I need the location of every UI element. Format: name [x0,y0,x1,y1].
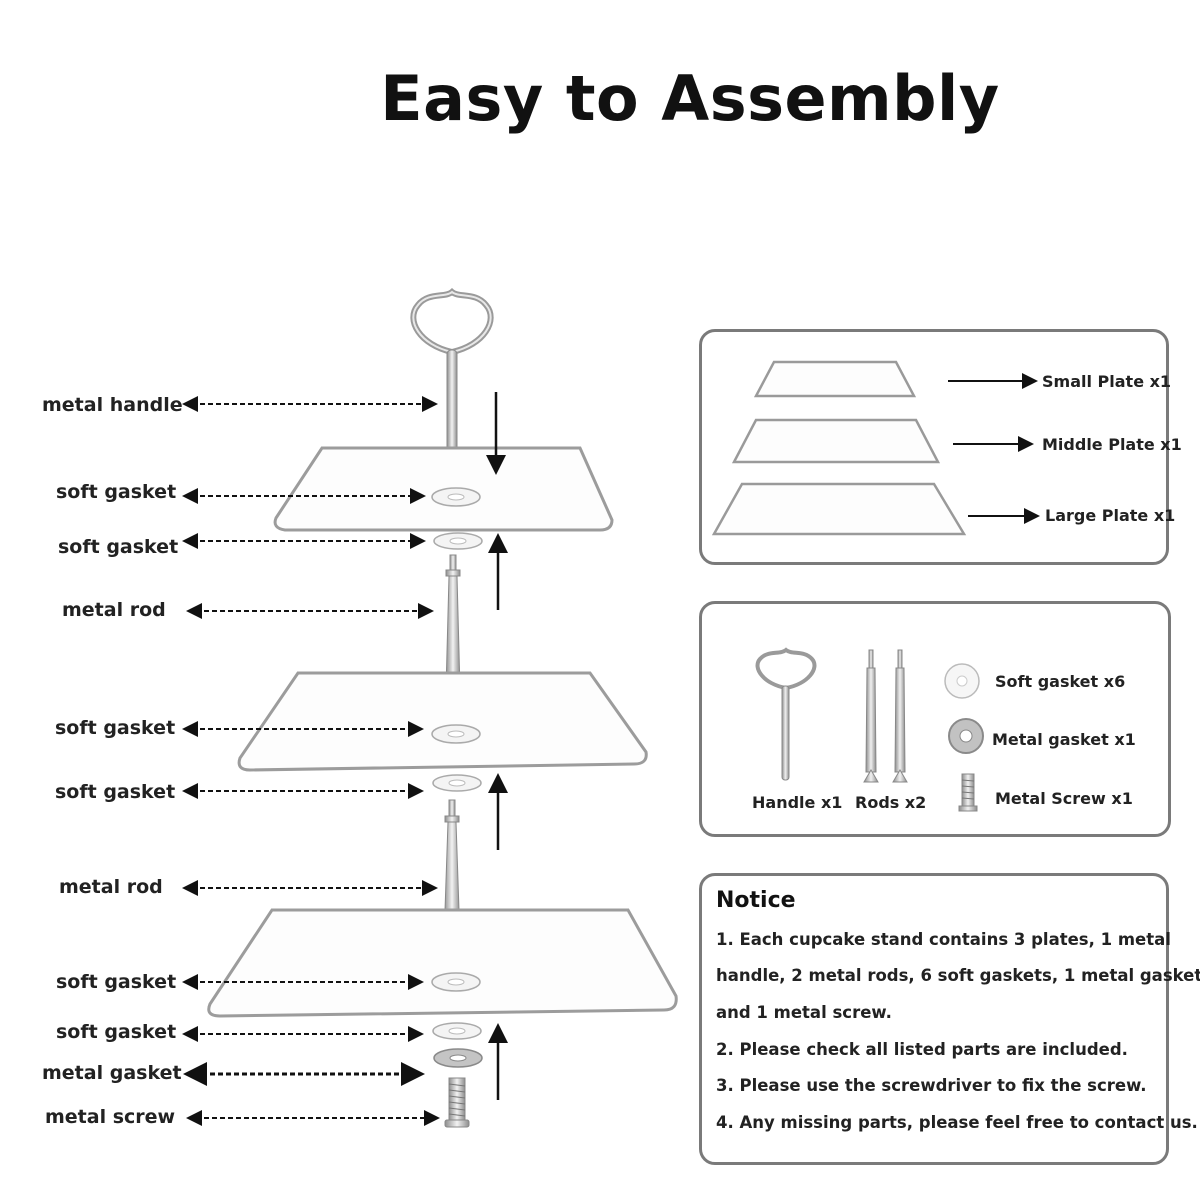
callout-soft-gasket: soft gasket [56,481,177,503]
callout-metal-screw: metal screw [45,1106,176,1128]
notice-title: Notice [716,888,796,913]
metal-gasket-count-label: Metal gasket x1 [992,730,1136,749]
metal-screw-count-label: Metal Screw x1 [995,789,1133,808]
metal-gasket-part [433,1048,483,1068]
metal-gasket-icon [948,718,984,754]
assembly-direction-arrows [486,392,508,1100]
soft-gasket-icon [944,663,980,699]
callout-metal-handle: metal handle [42,394,183,416]
callout-metal-rod: metal rod [62,599,166,621]
large-plate-label: Large Plate x1 [1045,506,1176,525]
large-plate-part [207,908,678,1018]
metal-handle-part [410,288,494,475]
small-plate-part [273,446,614,532]
small-plate-label: Small Plate x1 [1042,372,1172,391]
middle-plate-part [237,671,648,772]
page-title: Easy to Assembly [380,62,1000,135]
assembly-diagram [182,288,678,1128]
metal-screw-icon [958,773,978,812]
callout-soft-gasket: soft gasket [56,971,177,993]
callout-soft-gasket: soft gasket [55,781,176,803]
notice-panel: Notice 1. Each cupcake stand contains 3 … [699,873,1200,1165]
middle-plate-label: Middle Plate x1 [1042,435,1182,454]
notice-line: 4. Any missing parts, please feel free t… [716,1113,1198,1132]
notice-line: 1. Each cupcake stand contains 3 plates,… [716,930,1171,949]
callout-metal-gasket: metal gasket [42,1062,182,1084]
middle-plate-icon [731,418,941,464]
rods-icon [863,649,908,783]
parts-illustration [755,647,984,812]
handle-count-label: Handle x1 [752,793,843,812]
notice-line: and 1 metal screw. [716,1003,892,1022]
callout-arrows [182,396,440,1126]
plates-illustration [711,360,1040,536]
callout-metal-rod: metal rod [59,876,163,898]
notice-line: 2. Please check all listed parts are inc… [716,1040,1128,1059]
soft-gasket-count-label: Soft gasket x6 [995,672,1126,691]
plates-panel: Small Plate x1 Middle Plate x1 Large Pla… [699,329,1182,565]
callout-soft-gasket: soft gasket [55,717,176,739]
metal-screw-part [444,1077,470,1128]
callout-soft-gasket: soft gasket [56,1021,177,1043]
small-plate-icon [753,360,917,398]
notice-line: handle, 2 metal rods, 6 soft gaskets, 1 … [716,966,1200,985]
large-plate-icon [711,482,967,536]
notice-line: 3. Please use the screwdriver to fix the… [716,1076,1147,1095]
handle-icon [755,647,817,781]
parts-panel: Handle x1 Rods x2 Soft gasket x6 Metal g… [699,601,1171,837]
rods-count-label: Rods x2 [855,793,927,812]
callout-soft-gasket: soft gasket [58,536,179,558]
